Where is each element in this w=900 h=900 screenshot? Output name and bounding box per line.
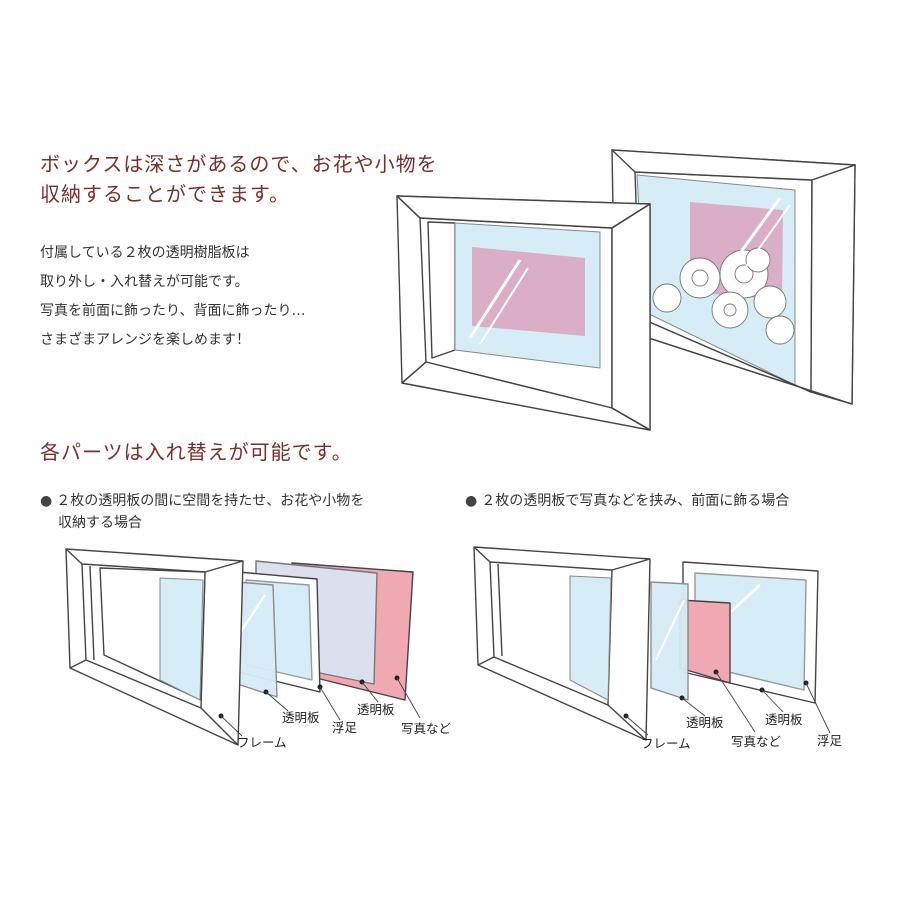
label-spacer: 浮足 — [817, 733, 843, 748]
label-frame: フレーム — [237, 735, 287, 750]
box-with-photo-illustration — [396, 195, 651, 431]
exploded-diagram-right — [473, 546, 831, 741]
intro-heading-line2: 収納することができます。 — [40, 182, 290, 206]
left-case-line1: ２枚の透明板の間に空間を持たせ、お花や小物を — [56, 493, 365, 509]
label-spacer: 浮足 — [332, 720, 358, 735]
intro-body: 付属している２枚の透明樹脂板は 取り外し・入れ替えが可能です。 写真を前面に飾っ… — [40, 239, 305, 355]
bullet-icon: ● — [465, 493, 478, 509]
bullet-icon: ● — [40, 493, 53, 509]
box-with-flowers-illustration — [611, 149, 856, 405]
label-clear-panel: 透明板 — [282, 710, 320, 725]
intro-heading-line1: ボックスは深さがあるので、お花や小物を — [40, 152, 438, 176]
clear-panel — [650, 581, 689, 701]
right-case-caption: ●２枚の透明板で写真などを挟み、前面に飾る場合 — [465, 490, 789, 512]
label-photo: 写真など — [401, 721, 452, 736]
label-clear-panel: 透明板 — [686, 715, 724, 730]
label-photo: 写真など — [731, 734, 782, 749]
intro-body-line: 取り外し・入れ替えが可能です。 — [40, 274, 249, 290]
left-case-line2: 収納する場合 — [58, 515, 142, 531]
parts-heading: 各パーツは入れ替えが可能です。 — [40, 440, 353, 464]
label-clear-panel: 透明板 — [765, 712, 803, 727]
right-case-line1: ２枚の透明板で写真などを挟み、前面に飾る場合 — [481, 493, 790, 509]
label-clear-panel: 透明板 — [357, 702, 395, 717]
label-frame: フレーム — [641, 736, 691, 751]
intro-body-line: 写真を前面に飾ったり、背面に飾ったり… — [40, 303, 306, 319]
intro-body-line: 付属している２枚の透明樹脂板は — [40, 245, 250, 261]
intro-body-line: さまざまアレンジを楽しめます！ — [40, 332, 250, 348]
exploded-diagram-left — [65, 548, 421, 746]
intro-heading: ボックスは深さがあるので、お花や小物を 収納することができます。 — [40, 149, 438, 209]
left-case-caption: ●２枚の透明板の間に空間を持たせ、お花や小物を 収納する場合 — [40, 490, 364, 534]
